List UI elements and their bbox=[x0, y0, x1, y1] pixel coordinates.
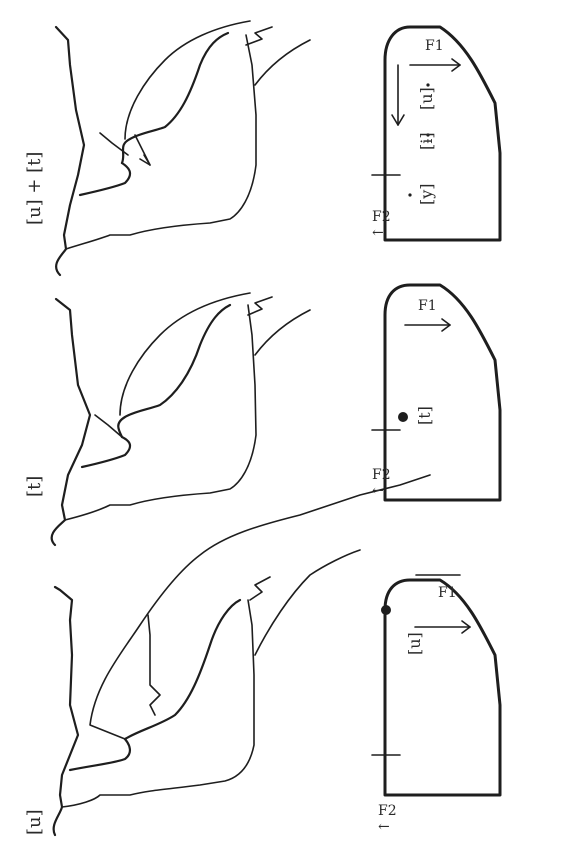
panel-u-vocal-tract bbox=[54, 475, 430, 835]
panel-ut-vowel-chart: [y] [ɨ] [u] bbox=[385, 27, 500, 240]
panel-ut-vowel-point-y bbox=[408, 193, 411, 196]
panel-u-f1-label: F1 bbox=[438, 585, 457, 601]
panel-t-vowel-chart: [t] bbox=[385, 285, 500, 500]
panel-ut-f1-axis: F1 bbox=[410, 38, 460, 71]
panel-ut-f1-label: F1 bbox=[425, 38, 444, 54]
panel-t-vocal-tract bbox=[52, 293, 310, 545]
panel-u-vowel-label: [u] bbox=[405, 632, 424, 655]
panel-t-vowel-label: [t] bbox=[415, 406, 434, 425]
panel-u-f1-axis: F1 bbox=[415, 575, 470, 633]
panel-ut-vocal-tract bbox=[56, 21, 310, 275]
panel-t-sound-label: [t] bbox=[24, 476, 45, 497]
panel-ut: [u] + [t] [y] bbox=[24, 21, 500, 275]
panel-ut-f2-label: F2 bbox=[372, 209, 391, 225]
panel-ut-vowel-label-i: [ɨ] bbox=[417, 132, 436, 150]
panel-t-f1-label: F1 bbox=[418, 298, 437, 314]
panel-u-sound-label: [u] bbox=[24, 809, 45, 835]
panel-u: [u] [u] bbox=[24, 475, 500, 835]
panel-u-vowel-chart: [u] bbox=[381, 580, 500, 795]
panel-u-f2-arrow-icon: ← bbox=[378, 819, 390, 835]
panel-t: [t] [t] F1 bbox=[24, 285, 500, 545]
panel-ut-vowel-point-u bbox=[426, 83, 429, 86]
panel-ut-vowel-label-u: [u] bbox=[417, 87, 436, 110]
panel-t-f2-label: F2 bbox=[372, 467, 391, 483]
panel-u-f2-label: F2 bbox=[378, 803, 397, 819]
panel-ut-sound-label: [u] + [t] bbox=[24, 152, 45, 225]
panel-t-f2-arrow-icon: ← bbox=[372, 483, 384, 499]
panel-ut-vowel-label-y: [y] bbox=[417, 183, 436, 205]
panel-ut-f2-arrow-icon: ← bbox=[372, 225, 384, 241]
panel-u-vowel-point bbox=[381, 605, 391, 615]
panel-t-vowel-point bbox=[398, 412, 408, 422]
panel-t-f1-axis: F1 bbox=[405, 298, 450, 331]
